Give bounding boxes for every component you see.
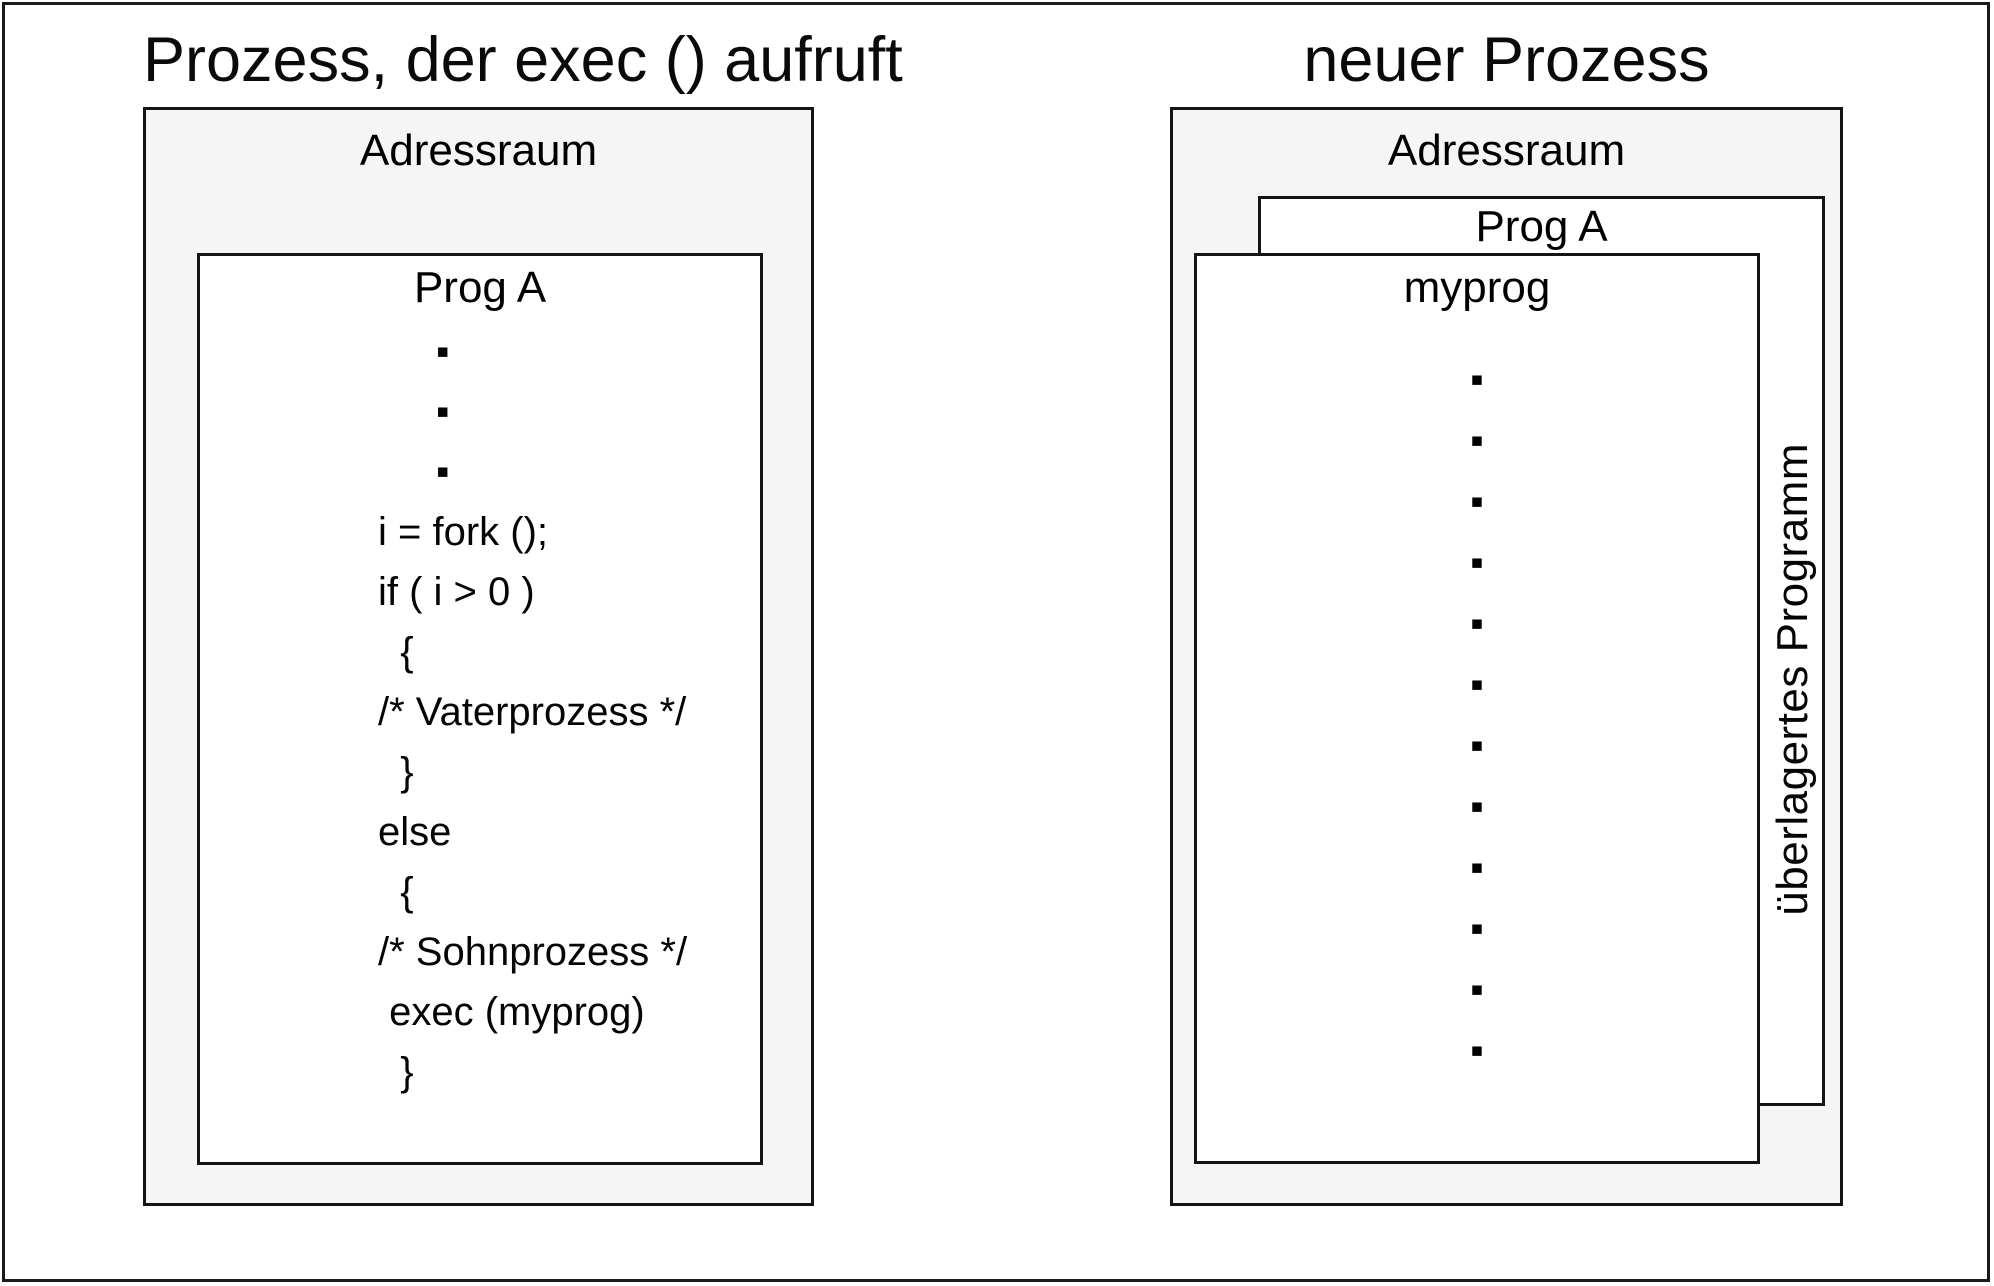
ellipsis-dot: ▪	[1470, 420, 1484, 462]
ellipsis-dot: ▪	[1470, 969, 1484, 1011]
code-line: }	[378, 1050, 414, 1094]
ellipsis-dot: ▪	[1470, 359, 1484, 401]
ellipsis-dot: ▪	[1470, 847, 1484, 889]
ellipsis-dot: ▪	[436, 451, 450, 493]
ellipsis-dot: ▪	[1470, 603, 1484, 645]
right-new-program-box	[1194, 253, 1760, 1164]
code-line: {	[378, 870, 414, 914]
left-code-lines: i = fork (); if ( i > 0 ) { /* Vaterprozes…	[378, 502, 687, 1102]
right-new-program-label: myprog	[1403, 263, 1551, 312]
left-program-label: Prog A	[413, 263, 547, 312]
left-process-title: Prozess, der exec () aufruft	[143, 25, 903, 95]
code-line: if ( i > 0 )	[378, 570, 535, 614]
overlaid-program-caption: überlagertes Programm	[1768, 443, 1817, 916]
right-address-space-label: Adressraum	[1387, 126, 1626, 175]
code-line: i = fork ();	[378, 510, 549, 554]
ellipsis-dot: ▪	[1470, 481, 1484, 523]
code-line: }	[378, 750, 414, 794]
ellipsis-dot: ▪	[1470, 664, 1484, 706]
overlay-strip: überlagertes Programm	[1762, 253, 1824, 1106]
code-line: exec (myprog)	[378, 990, 645, 1034]
ellipsis-dot: ▪	[1470, 725, 1484, 767]
ellipsis-dot: ▪	[1470, 542, 1484, 584]
left-code-block: ▪ ▪ ▪ i = fork (); if ( i > 0 ) { /* Vaterpr…	[378, 322, 687, 1102]
ellipsis-dot: ▪	[436, 391, 450, 433]
ellipsis-dot: ▪	[436, 331, 450, 373]
ellipsis-dot: ▪	[1470, 786, 1484, 828]
left-ellipsis-dots: ▪ ▪ ▪	[378, 322, 687, 502]
code-line: /* Vaterprozess */	[378, 690, 687, 734]
ellipsis-dot: ▪	[1470, 908, 1484, 950]
left-address-space-label: Adressraum	[359, 126, 598, 175]
left-program-box	[197, 253, 763, 1165]
right-process-title: neuer Prozess	[1303, 25, 1710, 95]
code-line: else	[378, 810, 452, 854]
right-old-program-label: Prog A	[1475, 202, 1608, 251]
code-line: /* Sohnprozess */	[378, 930, 688, 974]
ellipsis-dot: ▪	[1470, 1030, 1484, 1072]
right-ellipsis-dots: ▪ ▪ ▪ ▪ ▪ ▪ ▪ ▪ ▪ ▪ ▪ ▪	[1194, 350, 1760, 1082]
code-line: {	[378, 630, 414, 674]
